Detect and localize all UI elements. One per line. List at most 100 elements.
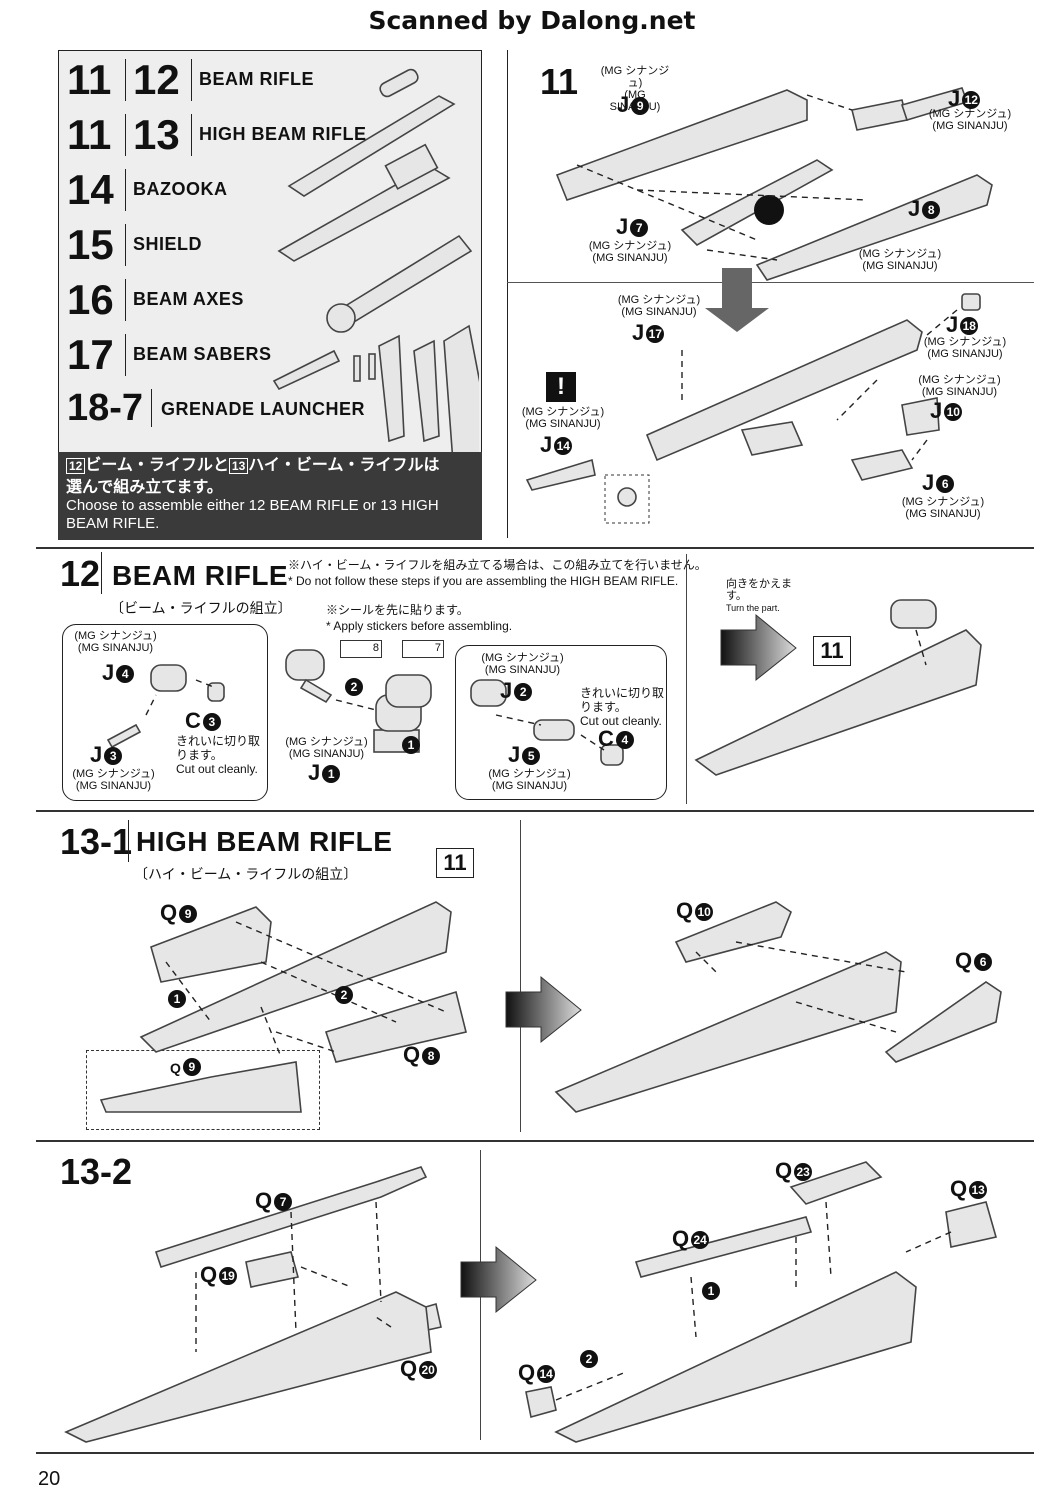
step13-2-diagram: [64, 1161, 998, 1443]
step12-cut-en-2: Cut out cleanly.: [580, 714, 662, 728]
step13-2-order-1: 1: [700, 1282, 720, 1302]
step12-mg-en-5: (MG SINANJU): [491, 780, 568, 792]
step12-mg-jp-1: (MG シナンジュ): [74, 630, 157, 642]
scan-credit: Scanned by Dalong.net: [368, 6, 696, 35]
step11-mg-j18: (MG シナンジュ)(MG SINANJU): [920, 336, 1010, 360]
order-marker: 2: [345, 678, 363, 696]
step12-turn-en: Turn the part.: [726, 603, 780, 613]
part-num: 4: [116, 665, 135, 683]
index-step-number: 18-7: [67, 389, 152, 427]
step12-mg-jp-3: (MG シナンジュ): [285, 736, 368, 748]
step12-subbox-right: [455, 645, 667, 800]
part-num: 8: [922, 201, 941, 219]
step12-mg-jp-2: (MG シナンジュ): [72, 768, 155, 780]
index-note-en: Choose to assemble either 12 BEAM RIFLE …: [66, 497, 439, 532]
step11-mg-j14: (MG シナンジュ)(MG SINANJU): [518, 406, 608, 430]
step12-cut-note-1: きれいに切り取ります。Cut out cleanly.: [176, 734, 262, 776]
order-marker: 1: [702, 1282, 720, 1300]
weapons-overview-illustration: [272, 68, 479, 456]
step13-1-detail-box: [86, 1050, 320, 1130]
part-num: 23: [794, 1163, 813, 1181]
index-part-label: BEAM SABERS: [133, 344, 272, 364]
step13-1-title: HIGH BEAM RIFLE: [136, 826, 393, 857]
index-step-number: 15: [67, 224, 126, 266]
part-num: 6: [974, 953, 993, 971]
step11-mg-en-6: (MG SINANJU): [927, 348, 1003, 360]
step13-2-number: 13-2: [60, 1151, 133, 1192]
section-divider-12: [36, 547, 1034, 549]
part-num: 17: [646, 325, 665, 343]
step11-mg-jp-9: (MG シナンジュ): [901, 496, 985, 508]
step11-mg-j10: (MG シナンジュ)(MG SINANJU): [912, 374, 1007, 398]
step12-mg-j4: (MG シナンジュ)(MG SINANJU): [68, 630, 163, 654]
step12-num-divider: [101, 552, 102, 594]
step11-mg-en-7: (MG SINANJU): [921, 386, 998, 398]
index-note-jp-part-b: ビーム・ライフルと: [85, 457, 229, 474]
step12-mg-j5: (MG シナンジュ)(MG SINANJU): [482, 768, 577, 792]
part-num: 5: [522, 747, 541, 765]
step12-mg-j3: (MG シナンジュ)(MG SINANJU): [66, 768, 161, 792]
step12-number: 12: [60, 553, 101, 594]
step11-mg-j12: (MG シナンジュ)(MG SINANJU): [925, 108, 1015, 132]
step12-cut-en-1: Cut out cleanly.: [176, 762, 258, 776]
step11-mg-jp-4: (MG シナンジュ): [858, 248, 942, 260]
step11-mg-en-3: (MG SINANJU): [592, 252, 668, 264]
step11-mg-en-9: (MG SINANJU): [905, 508, 981, 520]
order-marker: 2: [335, 986, 353, 1004]
step11-mg-j7: (MG シナンジュ)(MG SINANJU): [585, 240, 675, 264]
step12-mg-jp-4: (MG シナンジュ): [481, 652, 564, 664]
part-num: 8: [422, 1047, 441, 1065]
part-num: 14: [554, 437, 573, 455]
step12-turn-note: 向きをかえます。 Turn the part.: [726, 578, 796, 614]
step12-subtitle: 〔ビーム・ライフルの組立〕: [110, 600, 292, 616]
step11-panel: [507, 50, 1035, 538]
step12-mg-j2: (MG シナンジュ)(MG SINANJU): [475, 652, 570, 676]
index-sub-step-number: 13: [133, 114, 192, 156]
step12-mg-jp-5: (MG シナンジュ): [488, 768, 571, 780]
step11-mg-j6: (MG シナンジュ)(MG SINANJU): [898, 496, 988, 520]
step12-mg-j1: (MG シナンジュ)(MG SINANJU): [284, 736, 369, 760]
step12-diagram: [106, 599, 982, 776]
index-part-label: GRENADE LAUNCHER: [161, 399, 366, 419]
step12-mg-en-2: (MG SINANJU): [75, 780, 152, 792]
step11-mg-en-2: (MG SINANJU): [932, 120, 1008, 132]
part-num: 3: [202, 713, 221, 731]
index-part-label: HIGH BEAM RIFLE: [199, 124, 367, 144]
index-part-label: SHIELD: [133, 234, 203, 254]
step12-order-1: 1: [400, 736, 420, 756]
step12-mg-en-4: (MG SINANJU): [484, 664, 561, 676]
index-part-label: BEAM RIFLE: [199, 69, 314, 89]
part-num: 13: [969, 1181, 988, 1199]
step12-order-2: 2: [343, 678, 363, 698]
part-num: 6: [936, 475, 955, 493]
part-num: 14: [537, 1365, 556, 1383]
step11-mg-jp-7: (MG シナンジュ): [918, 374, 1001, 386]
section-divider-13-2: [36, 1140, 1034, 1142]
order-marker: 1: [402, 736, 420, 754]
step11-mg-j17: (MG シナンジュ)(MG SINANJU): [614, 294, 704, 318]
page-number: 20: [38, 1468, 61, 1490]
part-num: 7: [274, 1193, 293, 1211]
step12-mg-en-1: (MG SINANJU): [77, 642, 154, 654]
step13-1-order-1: 1: [166, 990, 186, 1010]
sticker-7-label: 7: [434, 642, 441, 654]
part-num: 20: [419, 1361, 438, 1379]
step12-cut-note-2: きれいに切り取ります。Cut out cleanly.: [580, 686, 664, 728]
step12-cut-jp-2: きれいに切り取ります。: [580, 686, 665, 714]
step11-mg-jp-6: (MG シナンジュ): [923, 336, 1007, 348]
order-marker: 2: [580, 1350, 598, 1368]
order-marker: 1: [168, 990, 186, 1008]
